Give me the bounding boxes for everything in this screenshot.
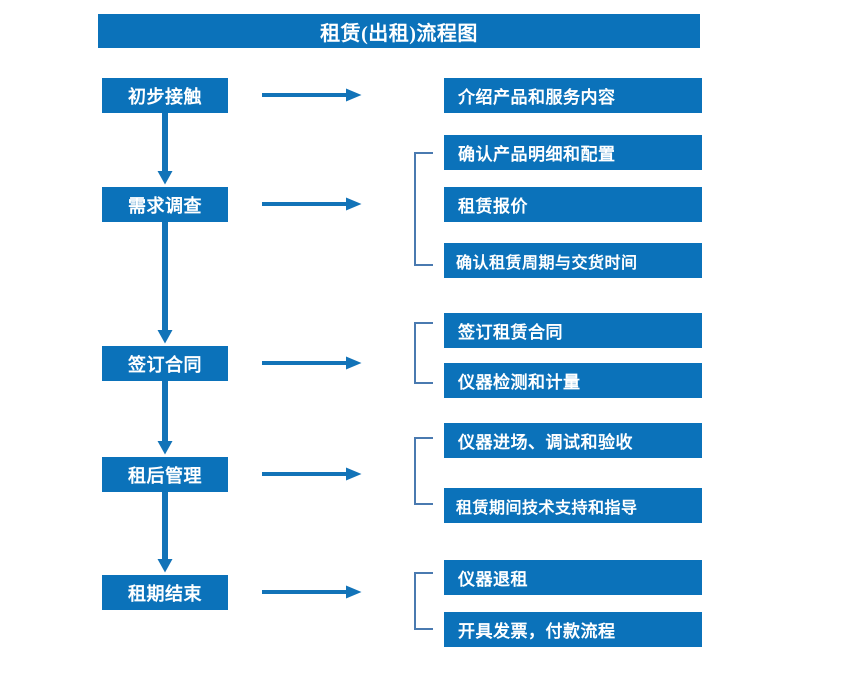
stage-box-4[interactable]: 租后管理 (102, 457, 228, 492)
detail-box-5[interactable]: 签订租赁合同 (444, 313, 702, 348)
detail-box-7[interactable]: 仪器进场、调试和验收 (444, 423, 702, 458)
detail-box-3[interactable]: 租赁报价 (444, 187, 702, 222)
stage-box-1[interactable]: 初步接触 (102, 78, 228, 113)
detail-box-9[interactable]: 仪器退租 (444, 560, 702, 595)
horizontal-arrow-1 (262, 88, 362, 102)
vertical-arrow-1 (157, 113, 173, 185)
horizontal-arrow-3 (262, 356, 362, 370)
vertical-arrow-4 (157, 492, 173, 573)
group-bracket-4 (414, 572, 434, 630)
stage-box-2[interactable]: 需求调查 (102, 187, 228, 222)
detail-box-8[interactable]: 租赁期间技术支持和指导 (444, 488, 702, 523)
group-bracket-2 (414, 322, 434, 384)
chart-title-bar: 租赁(出租)流程图 (98, 14, 700, 48)
group-bracket-1 (414, 152, 434, 266)
vertical-arrow-3 (157, 381, 173, 455)
detail-box-2[interactable]: 确认产品明细和配置 (444, 135, 702, 170)
horizontal-arrow-5 (262, 585, 362, 599)
horizontal-arrow-4 (262, 467, 362, 481)
horizontal-arrow-2 (262, 197, 362, 211)
detail-box-4[interactable]: 确认租赁周期与交货时间 (444, 243, 702, 278)
stage-box-3[interactable]: 签订合同 (102, 346, 228, 381)
stage-box-5[interactable]: 租期结束 (102, 575, 228, 610)
group-bracket-3 (414, 437, 434, 505)
detail-box-1[interactable]: 介绍产品和服务内容 (444, 78, 702, 113)
detail-box-10[interactable]: 开具发票，付款流程 (444, 612, 702, 647)
vertical-arrow-2 (157, 222, 173, 344)
detail-box-6[interactable]: 仪器检测和计量 (444, 363, 702, 398)
